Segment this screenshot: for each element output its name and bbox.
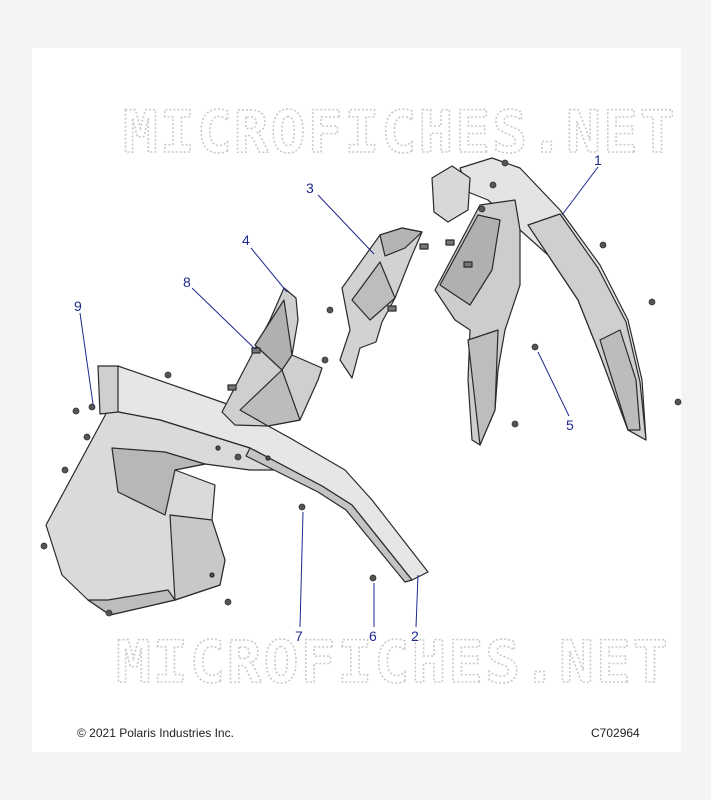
figure-code: C702964 <box>591 726 640 740</box>
screw-icon <box>298 503 306 511</box>
screw-icon <box>501 159 509 167</box>
part-splash-panel <box>221 287 323 427</box>
leader-lines <box>79 166 599 628</box>
watermark-top: MICROFICHES.NET <box>123 98 677 166</box>
callout-8: 8 <box>183 274 191 290</box>
screw-icon <box>234 453 242 461</box>
leader-9 <box>79 312 94 405</box>
nut-icon <box>531 343 539 351</box>
screw-icon <box>105 609 113 617</box>
callout-2: 2 <box>411 628 419 644</box>
leader-1 <box>561 166 599 216</box>
callout-7: 7 <box>295 628 303 644</box>
callout-3: 3 <box>306 180 314 196</box>
leader-3 <box>317 194 375 255</box>
part-deflector <box>339 227 429 379</box>
part-front-fender <box>45 365 429 616</box>
screw-icon <box>61 466 69 474</box>
screw-icon <box>478 205 486 213</box>
screw-icon <box>321 356 329 364</box>
callout-9: 9 <box>74 298 82 314</box>
leader-5 <box>537 351 570 417</box>
leader-2 <box>415 574 419 628</box>
callout-5: 5 <box>566 417 574 433</box>
screw-icon <box>224 598 232 606</box>
watermark-bottom: MICROFICHES.NET <box>116 628 670 696</box>
callout-6: 6 <box>369 628 377 644</box>
leader-4 <box>250 247 288 293</box>
callout-1: 1 <box>594 152 602 168</box>
screw-icon <box>599 241 607 249</box>
screw-icon <box>72 407 80 415</box>
screw-icon <box>674 398 682 406</box>
leader-8 <box>191 287 256 350</box>
callout-4: 4 <box>242 232 250 248</box>
screw-icon <box>326 306 334 314</box>
screw-icon <box>489 181 497 189</box>
nut-icon <box>369 574 377 582</box>
screw-icon <box>83 433 91 441</box>
screw-icon <box>648 298 656 306</box>
screw-icon <box>511 420 519 428</box>
copyright-text: © 2021 Polaris Industries Inc. <box>77 726 234 740</box>
screw-icon <box>164 371 172 379</box>
fasteners <box>40 159 682 617</box>
screw-icon <box>40 542 48 550</box>
part-rear-fender <box>431 157 647 446</box>
leader-7 <box>299 511 304 628</box>
clip-icon <box>88 403 96 411</box>
